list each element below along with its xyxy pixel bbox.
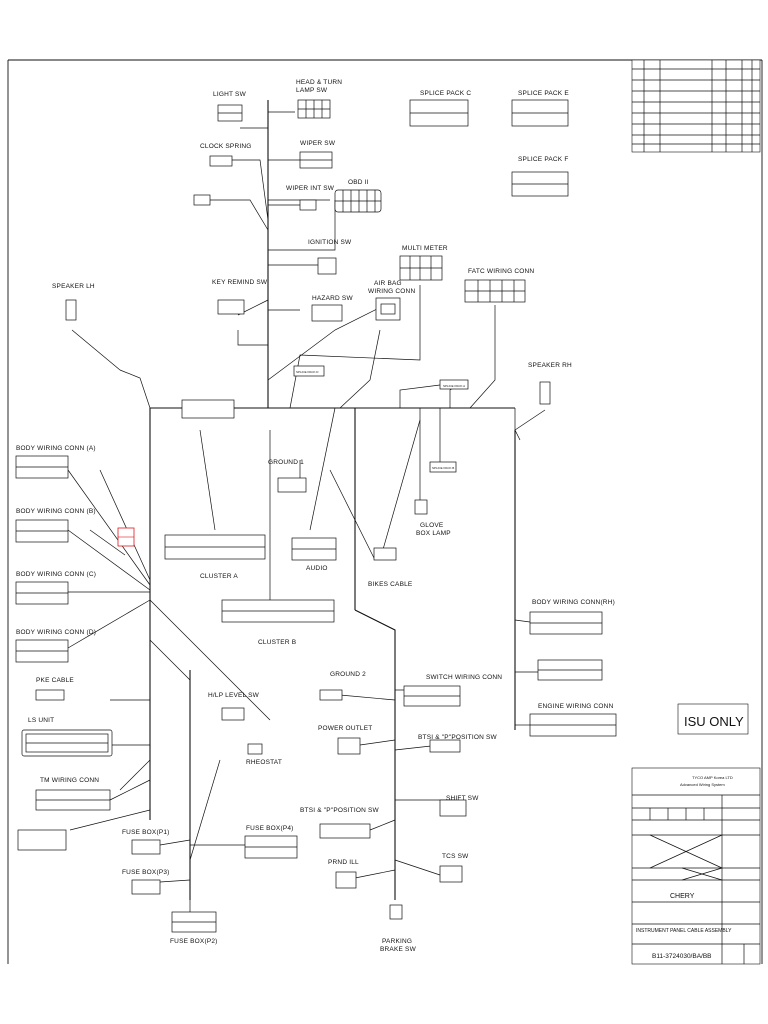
label-shift-sw: SHIFT SW <box>446 795 479 802</box>
label-body-rh: BODY WIRING CONN(RH) <box>532 599 615 606</box>
title-customer: CHERY <box>670 893 695 900</box>
title-block: TYCO AMP Korea LTD Advanced Wiring Syste… <box>631 767 761 965</box>
label-body-a: BODY WIRING CONN (A) <box>16 445 96 452</box>
label-splice-pack-d: SPLICE PACK D <box>296 370 319 374</box>
label-head-turn-1: HEAD & TURN <box>296 79 342 86</box>
label-btsi-2: BTSI & "P"POSITION SW <box>300 807 380 814</box>
label-splice-f: SPLICE PACK F <box>518 156 569 163</box>
label-tcs-sw: TCS SW <box>442 853 469 860</box>
isu-only-box: ISU ONLY <box>677 703 749 735</box>
label-pke-cable: PKE CABLE <box>36 677 74 684</box>
label-rheostat: RHEOSTAT <box>246 759 282 766</box>
title-drawing-title: INSTRUMENT PANEL CABLE ASSEMBLY <box>636 928 732 934</box>
label-btsi-1: BTSI & "P"POSITION SW <box>418 734 498 741</box>
label-glove-2: BOX LAMP <box>416 530 451 537</box>
label-splice-e: SPLICE PACK E <box>518 90 569 97</box>
label-speaker-rh: SPEAKER RH <box>528 362 572 369</box>
label-light-sw: LIGHT SW <box>213 91 247 98</box>
label-body-b: BODY WIRING CONN (B) <box>16 508 96 515</box>
label-parking-2: BRAKE SW <box>380 946 417 953</box>
label-switch-wiring: SWITCH WIRING CONN <box>426 674 502 681</box>
title-company-2: Advanced Wiring System <box>680 782 725 787</box>
label-splice-c: SPLICE PACK C <box>420 90 471 97</box>
label-cluster-b: CLUSTER B <box>258 639 296 646</box>
label-fatc-wiring: FATC WIRING CONN <box>468 268 534 275</box>
label-obd: OBD II <box>348 179 369 186</box>
label-cluster-a: CLUSTER A <box>200 573 238 580</box>
label-ground2: GROUND 2 <box>330 671 366 678</box>
title-drawing-number: B11-3724030/BA/BB <box>652 953 712 960</box>
label-body-d: BODY WIRING CONN (D) <box>16 629 96 636</box>
isu-only-text: ISU ONLY <box>684 714 744 729</box>
label-power-outlet: POWER OUTLET <box>318 725 372 732</box>
title-company-1: TYCO AMP Korea LTD <box>692 775 733 780</box>
label-engine-wiring: ENGINE WIRING CONN <box>538 703 614 710</box>
label-glove-1: GLOVE <box>420 522 444 529</box>
label-key-remind-sw: KEY REMIND SW <box>212 279 268 286</box>
component-labels: LIGHT SW HEAD & TURN LAMP SW CLOCK SPRIN… <box>16 79 615 953</box>
label-body-c: BODY WIRING CONN (C) <box>16 571 96 578</box>
label-tm-wiring: TM WIRING CONN <box>40 777 99 784</box>
label-wiper-int-sw: WIPER INT SW <box>286 185 335 192</box>
label-speaker-lh: SPEAKER LH <box>52 283 95 290</box>
label-multi-meter: MULTI METER <box>402 245 448 252</box>
label-air-bag-2: WIRING CONN <box>368 288 415 295</box>
label-fuse-p4: FUSE BOX(P4) <box>246 825 294 832</box>
wire-harness <box>67 100 546 915</box>
label-splice-pack-b: SPLICE PACK B <box>432 466 454 470</box>
label-ls-unit: LS UNIT <box>28 717 54 724</box>
label-clock-spring: CLOCK SPRING <box>200 143 252 150</box>
label-hazard-sw: HAZARD SW <box>312 295 353 302</box>
label-air-bag-1: AIR BAG <box>374 280 402 287</box>
label-hp-level: H/LP LEVEL SW <box>208 692 260 699</box>
label-ground: GROUND 1 <box>268 459 304 466</box>
label-wiper-sw: WIPER SW <box>300 140 336 147</box>
label-head-turn-2: LAMP SW <box>296 87 328 94</box>
label-bikes-cable: BIKES CABLE <box>368 581 413 588</box>
label-fuse-p3: FUSE BOX(P3) <box>122 869 170 876</box>
label-fuse-p2: FUSE BOX(P2) <box>170 938 218 945</box>
label-splice-pack-a: SPLICE PACK A <box>443 384 465 388</box>
revision-table <box>631 59 761 153</box>
label-parking-1: PARKING <box>382 938 412 945</box>
connectors <box>15 99 617 933</box>
label-audio: AUDIO <box>306 565 328 572</box>
label-fuse-p1: FUSE BOX(P1) <box>122 829 170 836</box>
label-ignition-sw: IGNITION SW <box>308 239 352 246</box>
label-prnd-ill: PRND ILL <box>328 859 359 866</box>
